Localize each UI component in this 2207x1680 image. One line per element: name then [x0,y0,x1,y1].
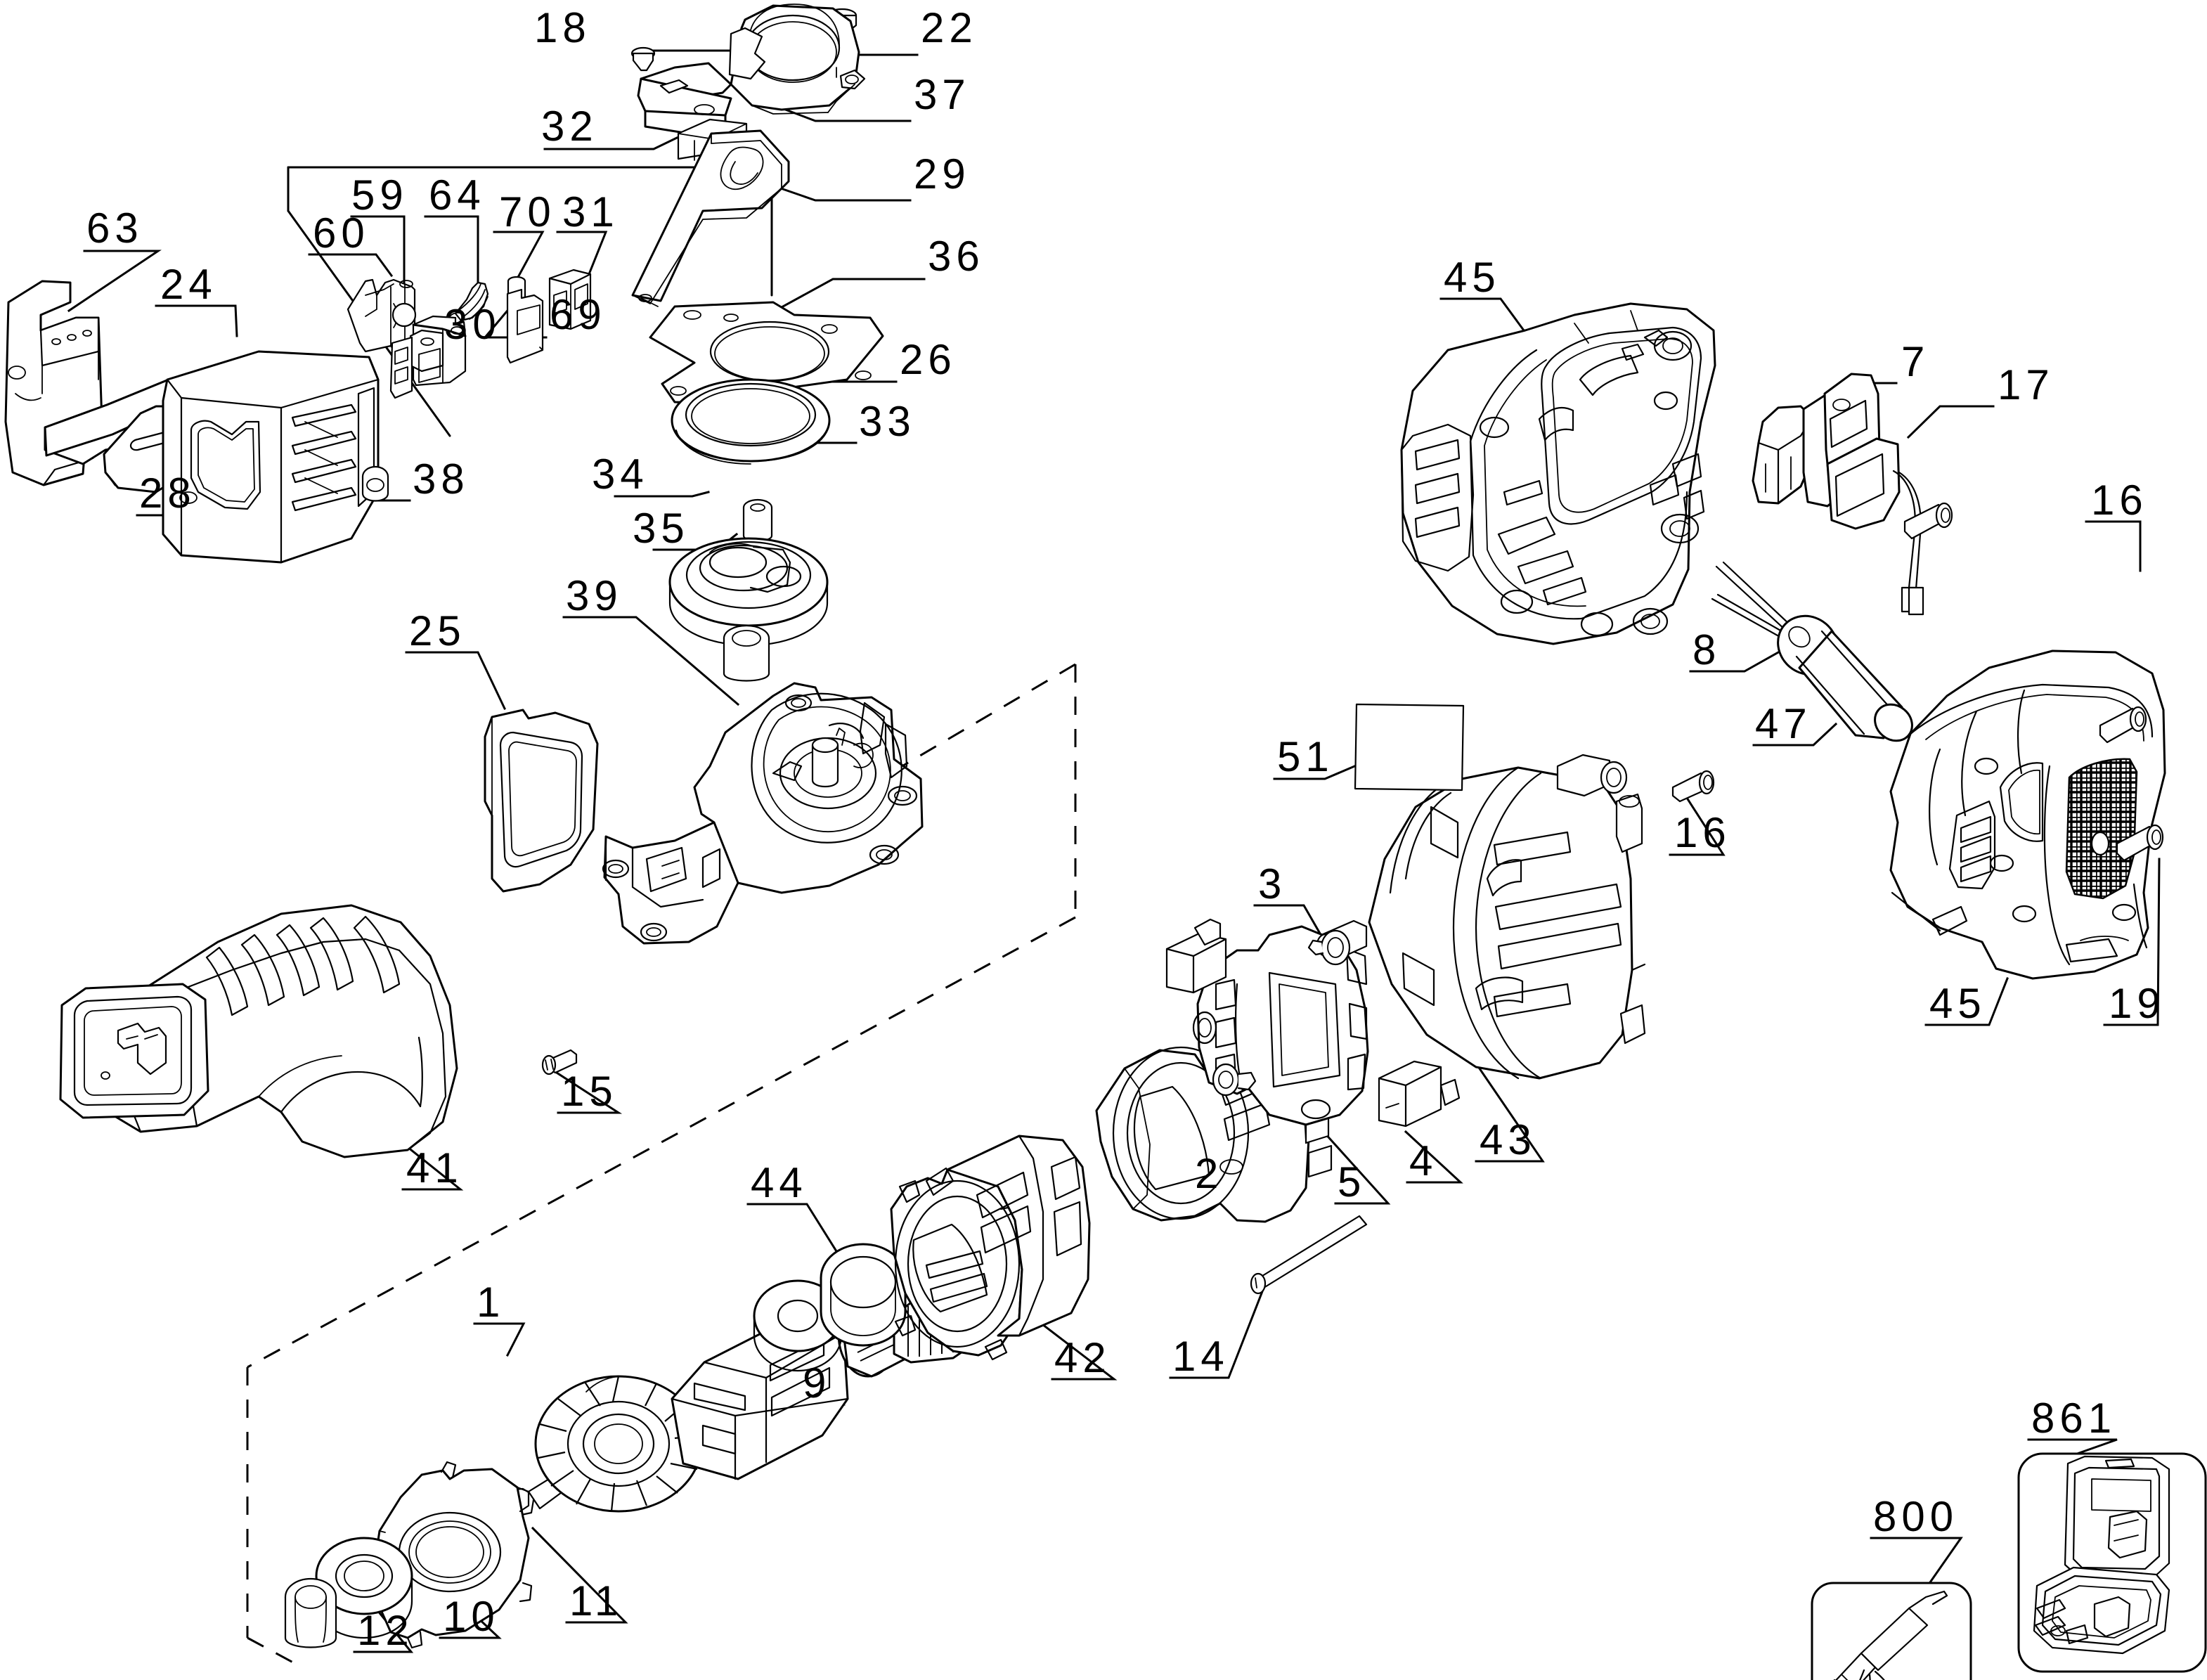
callout-label: 44 [751,1159,808,1206]
part-37-bearing-housing [637,4,866,138]
callout-label: 1 [477,1279,505,1326]
part-8-cord-wires [1711,561,1792,640]
callout-label: 16 [2091,477,2148,524]
part-44-fan-ring [820,1243,907,1347]
callout-label: 45 [1444,254,1501,301]
callout-label: 60 [313,209,370,257]
part-43-field-stator [1368,754,1646,1080]
callout-label: 7 [1901,338,1930,385]
part-16-screw-top [2099,706,2147,744]
callout-label: 19 [2109,980,2166,1027]
part-45-housing-half-bottom [1889,650,2166,980]
part-38-knob [361,465,389,502]
part-51-nameplate-label [1354,703,1465,791]
callout-label: 24 [160,261,217,308]
part-861-carry-case-inset [2017,1452,2207,1673]
part-30-switch-body [389,312,467,399]
callout-label: 16 [1674,809,1731,856]
callout-label: 37 [914,71,971,118]
callout-label: 51 [1277,733,1334,780]
callout-label: 4 [1409,1137,1438,1184]
callout-label: 34 [592,451,649,498]
callout-label: 70 [499,188,556,235]
part-800-grease-tube-inset [1811,1582,1972,1680]
part-3-bushing-lower [1212,1063,1257,1097]
callout-label: 28 [139,470,196,517]
callout-label: 32 [541,103,598,150]
callout-label: 18 [534,4,591,51]
part-7-switch-trigger-assembly [1752,373,1924,616]
part-19-screw [2116,824,2164,862]
callout-label: 36 [928,233,985,280]
callout-label: 11 [569,1577,623,1624]
callout-label: 63 [86,205,143,252]
callout-label: 29 [914,150,971,198]
part-69-insulator-plate [506,288,544,364]
part-47-cord-protector [1777,614,1913,742]
callout-label: 35 [633,505,690,552]
part-41-front-boot [59,904,458,1158]
part-64-spring [454,281,489,322]
part-4-brush-holder-block-left [1165,918,1227,994]
callout-label: 2 [1195,1150,1224,1197]
callout-label: 39 [566,572,623,619]
callout-label: 25 [409,607,466,654]
callout-label: 42 [1054,1334,1111,1381]
callout-label: 30 [444,301,501,348]
part-25-gasket [484,709,599,893]
callout-label: 14 [1172,1333,1229,1380]
callout-leader-lines [67,34,2161,1653]
part-60-lock-lever [347,278,416,353]
part-12-bushing-sleeve [284,1577,337,1648]
part-17-screw [1903,502,1953,540]
callout-label: 47 [1755,700,1812,747]
callout-label: 43 [1480,1116,1536,1163]
callout-label: 15 [561,1068,618,1115]
part-14-long-screw [1250,1215,1368,1295]
part-28-shoe-cover [162,350,380,564]
callout-label: 38 [413,455,470,503]
part-1-armature-assembly [491,1279,991,1518]
part-18-screw [630,46,656,72]
part-29-plunger-bar [631,129,790,307]
callout-label: 41 [406,1144,463,1191]
callout-label: 33 [859,398,916,445]
part-59-ball [391,302,417,328]
part-3-bushing [1307,929,1351,966]
part-16-screw-mid [1671,770,1715,803]
callout-label: 17 [1998,361,2054,408]
part-42-baffle [890,1135,1091,1361]
callout-label: 861 [2031,1395,2117,1442]
part-45-housing-half-top [1400,302,1716,645]
part-15-screw [541,1049,578,1075]
callout-label: 12 [357,1607,414,1654]
callout-label: 3 [1258,860,1287,907]
part-10-bearing-plate [315,1537,413,1639]
callout-label: 9 [803,1359,831,1407]
callout-label: 10 [443,1593,500,1640]
part-26-seal-ring [671,378,831,465]
part-31-switch-cap [548,269,592,330]
callout-label: 45 [1929,980,1986,1027]
armature-group-dashed-boundary [246,663,1077,1669]
callout-label: 800 [1873,1493,1959,1540]
callout-label: 26 [900,336,957,383]
callout-label: 31 [562,188,619,235]
callout-label: 22 [921,4,978,51]
part-39-gear-case [602,682,924,945]
callout-label: 59 [351,172,408,219]
part-4-brush-holder-block [1378,1060,1461,1127]
callout-label: 64 [429,172,486,219]
part-35-spacer [723,624,770,682]
callout-label: 69 [550,291,607,338]
callout-label: 8 [1693,626,1721,673]
part-34-counterweight-disc [668,537,829,647]
callout-label: 5 [1338,1158,1366,1206]
